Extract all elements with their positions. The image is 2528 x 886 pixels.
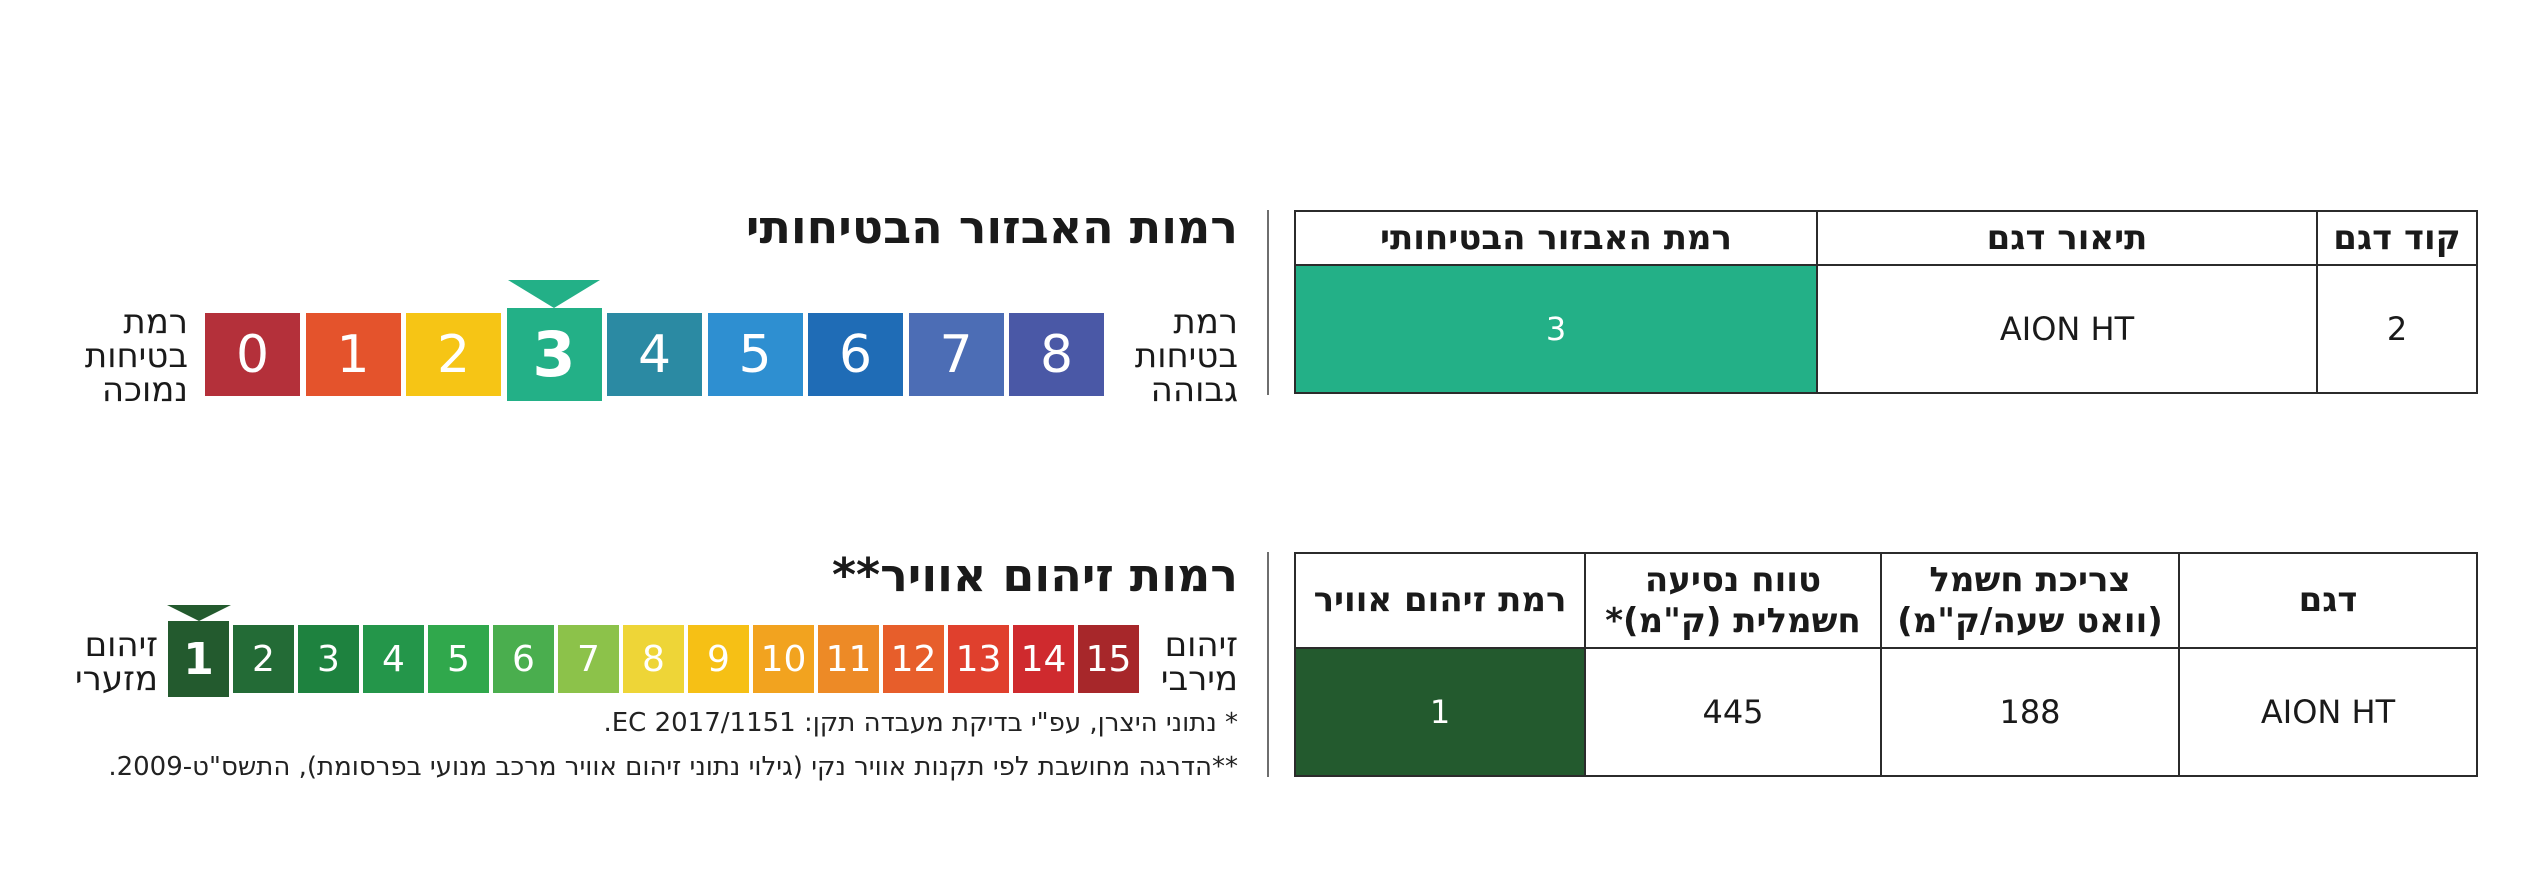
pollution-level-box-10: 10 <box>753 625 814 693</box>
safety-header-code: קוד דגם <box>2316 210 2478 266</box>
pollution-consumption-value: 188 <box>1880 647 2180 777</box>
safety-label-high-line1: רמת <box>1173 302 1238 342</box>
pollution-level-box-8: 8 <box>623 625 684 693</box>
safety-header-desc: תיאור דגם <box>1816 210 2318 266</box>
safety-label-low: רמת בטיחות נמוכה <box>85 305 188 407</box>
pollution-label-low-line1: זיהום <box>84 625 158 665</box>
safety-label-low-line2: בטיחות <box>84 336 188 376</box>
pollution-table: רמת זיהום אוויר טווח נסיעה חשמלית (ק"מ)*… <box>1294 552 2478 777</box>
footnote-manufacturer: * נתוני היצרן, עפ"י בדיקת מעבדה תקן: EC … <box>603 708 1238 738</box>
pollution-level-box-7: 7 <box>558 625 619 693</box>
safety-level-box-4: 4 <box>607 313 702 396</box>
safety-level-box-3: 3 <box>506 308 602 401</box>
pollution-level-box-3: 3 <box>298 625 359 693</box>
safety-level-box-1: 1 <box>305 313 401 396</box>
safety-section-title: רמות האבזור הבטיחותי <box>745 200 1238 254</box>
pollution-level-box-14: 14 <box>1013 625 1074 693</box>
safety-level-box-2: 2 <box>406 313 501 396</box>
pollution-header-range: טווח נסיעה חשמלית (ק"מ)* <box>1584 552 1882 649</box>
pollution-label-high-line2: מירבי <box>1160 659 1238 699</box>
pollution-model-value: AION HT <box>2178 647 2478 777</box>
safety-model-desc: AION HT <box>1816 264 2318 394</box>
footnote-regulation: **הדרגה מחושבת לפי תקנות אוויר נקי (גילו… <box>108 752 1238 782</box>
pollution-level-box-12: 12 <box>883 625 944 693</box>
safety-label-low-line1: רמת <box>123 302 188 342</box>
safety-model-code: 2 <box>2316 264 2478 394</box>
pollution-level-box-11: 11 <box>818 625 879 693</box>
safety-level-box-5: 5 <box>707 313 803 396</box>
pollution-level-box-4: 4 <box>363 625 424 693</box>
pollution-level-box-5: 5 <box>428 625 489 693</box>
pollution-level-box-6: 6 <box>493 625 554 693</box>
pollution-range-value: 445 <box>1584 647 1882 777</box>
safety-label-high-line3: גבוהה <box>1150 370 1238 410</box>
safety-level-box-0: 0 <box>205 313 300 396</box>
pollution-section-title: רמות זיהום אוויר** <box>831 548 1238 602</box>
pollution-header-level: רמת זיהום אוויר <box>1294 552 1586 649</box>
pollution-header-consumption-line1: צריכת חשמל <box>1929 559 2131 600</box>
safety-label-high-line2: בטיחות <box>1134 336 1238 376</box>
pollution-level-box-2: 2 <box>233 625 294 693</box>
safety-header-level: רמת האבזור הבטיחותי <box>1294 210 1818 266</box>
pollution-label-high-line1: זיהום <box>1164 625 1238 665</box>
pollution-header-range-line1: טווח נסיעה <box>1644 559 1822 600</box>
safety-table: רמת האבזור הבטיחותי תיאור דגם קוד דגם 3 … <box>1294 210 2478 394</box>
safety-level-value: 3 <box>1294 264 1818 394</box>
pollution-level-box-9: 9 <box>688 625 749 693</box>
pollution-selected-marker-icon <box>166 605 231 621</box>
pollution-level-box-13: 13 <box>948 625 1009 693</box>
safety-level-box-6: 6 <box>808 313 903 396</box>
pollution-label-high: זיהום מירבי <box>1161 628 1238 696</box>
pollution-header-consumption-line2: (וואט שעה/ק"מ) <box>1897 600 2163 641</box>
pollution-header-consumption: צריכת חשמל (וואט שעה/ק"מ) <box>1880 552 2180 649</box>
safety-divider <box>1267 210 1269 395</box>
pollution-divider <box>1267 552 1269 777</box>
pollution-header-model: דגם <box>2178 552 2478 649</box>
pollution-level-box-1: 1 <box>168 621 229 697</box>
pollution-level-box-15: 15 <box>1078 625 1139 693</box>
pollution-level-value: 1 <box>1294 647 1586 777</box>
safety-level-box-7: 7 <box>908 313 1004 396</box>
safety-level-box-8: 8 <box>1009 313 1104 396</box>
pollution-label-low-line2: מזערי <box>75 659 158 699</box>
safety-label-high: רמת בטיחות גבוהה <box>1135 305 1238 407</box>
safety-selected-marker-icon <box>508 280 600 308</box>
safety-label-low-line3: נמוכה <box>101 370 188 410</box>
pollution-header-range-line2: חשמלית (ק"מ)* <box>1605 600 1861 641</box>
pollution-label-low: זיהום מזערי <box>75 628 158 696</box>
